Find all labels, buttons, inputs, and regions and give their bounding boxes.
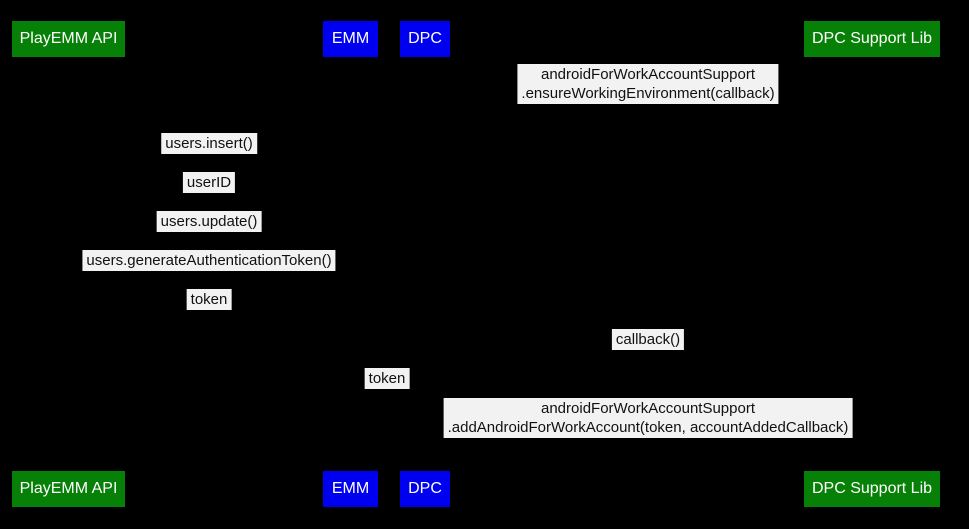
actor-bottom-playemm-api: PlayEMM API [12, 471, 125, 507]
actor-top-emm: EMM [323, 21, 378, 57]
message-line: androidForWorkAccountSupport [540, 66, 755, 83]
actor-bottom-dpc-support-lib: DPC Support Lib [804, 471, 940, 507]
message-label-users-insert: users.insert() [161, 133, 257, 154]
message-line: users.insert() [165, 135, 253, 152]
message-label-token-forward: token [364, 368, 410, 389]
actor-bottom-dpc: DPC [400, 471, 450, 507]
message-line: userID [186, 174, 232, 191]
message-line: .ensureWorkingEnvironment(callback) [521, 85, 775, 102]
message-label-token-return: token [186, 289, 232, 310]
message-line: users.update() [160, 213, 258, 230]
message-line: androidForWorkAccountSupport [541, 400, 755, 417]
actor-bottom-emm: EMM [323, 471, 378, 507]
message-line: .addAndroidForWorkAccount(token, account… [447, 419, 849, 436]
message-label-users-update: users.update() [156, 211, 262, 232]
message-label-users-generate-authentication-token: users.generateAuthenticationToken() [82, 250, 336, 271]
actor-top-dpc-support-lib: DPC Support Lib [804, 21, 940, 57]
actor-top-playemm-api: PlayEMM API [12, 21, 125, 57]
message-line: token [190, 291, 228, 308]
message-label-user-id: userID [182, 172, 236, 193]
actor-top-dpc: DPC [400, 21, 450, 57]
message-line: users.generateAuthenticationToken() [86, 252, 332, 269]
message-label-callback: callback() [611, 329, 685, 350]
message-line: callback() [615, 331, 681, 348]
message-label-ensure-working-environment: androidForWorkAccountSupport .ensureWorki… [517, 64, 779, 104]
message-label-add-android-for-work-account: androidForWorkAccountSupport .addAndroidF… [443, 398, 853, 438]
message-line: token [368, 370, 406, 387]
